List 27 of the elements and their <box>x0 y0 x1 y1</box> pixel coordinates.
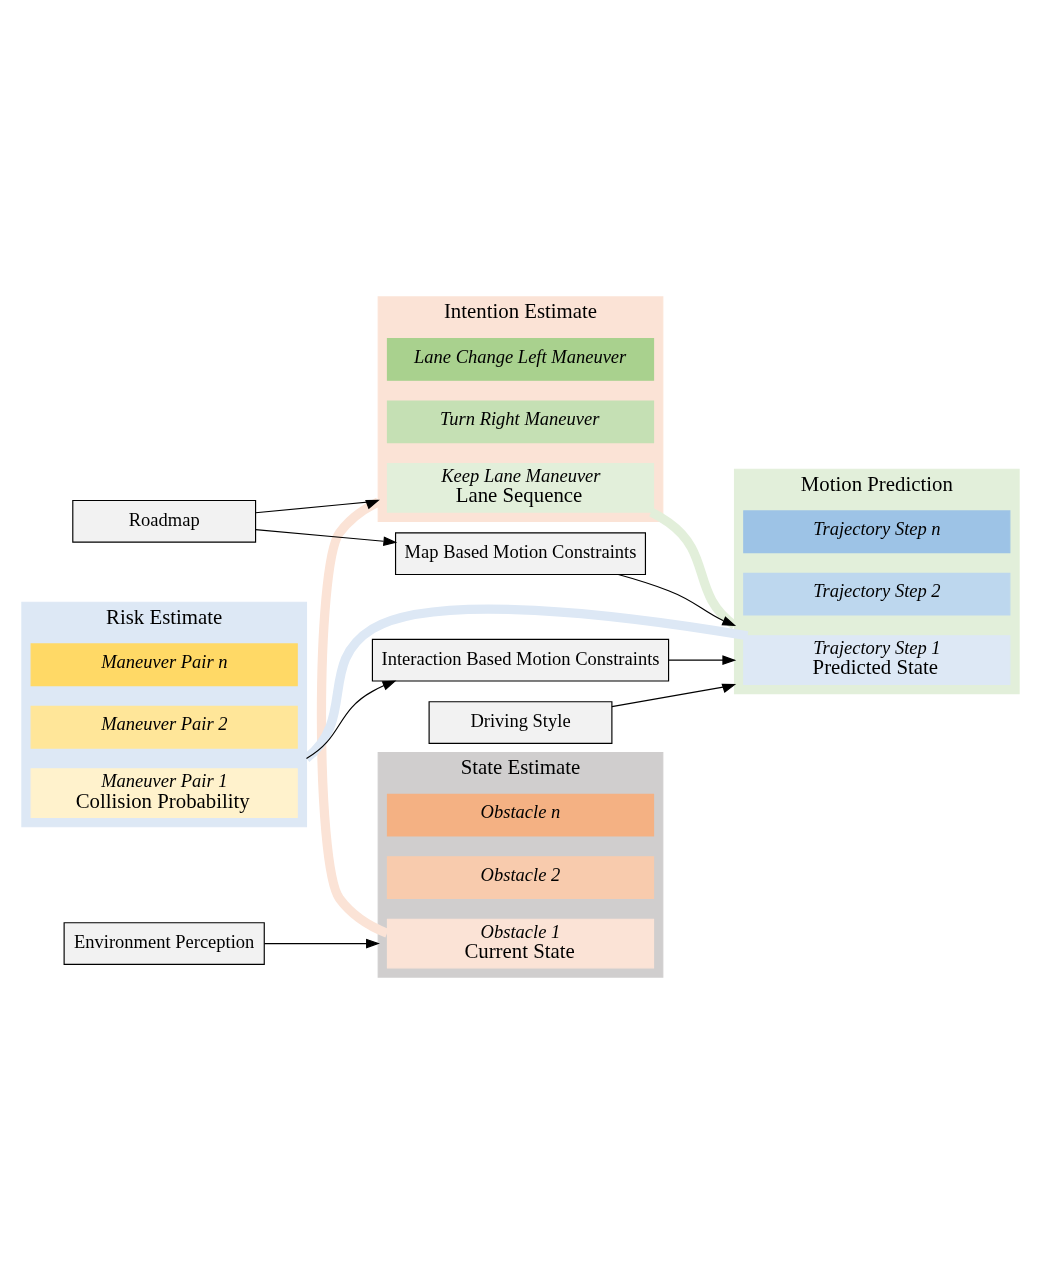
node-box: Maneuver Pair 1 Collision Probability <box>30 767 298 818</box>
arrow <box>255 499 380 513</box>
node-box: Roadmap <box>72 499 257 543</box>
connector <box>649 507 738 629</box>
node-box: Obstacle n <box>386 793 655 837</box>
arrow <box>263 938 380 948</box>
node-box: Driving Style <box>428 700 613 744</box>
node-box: Interaction Based Motion Constraints <box>371 638 670 682</box>
node-box: Keep Lane Maneuver Lane Sequence <box>386 462 655 513</box>
node-box: Turn Right Maneuver <box>386 399 655 443</box>
node-box: Trajectory Step n <box>743 509 1011 553</box>
arrow <box>255 528 398 546</box>
arrow <box>611 683 737 707</box>
node-box: Trajectory Step 2 <box>743 572 1011 616</box>
node-box: Obstacle 1 Current State <box>386 918 655 968</box>
arrow <box>617 573 737 626</box>
node-box: Environment Perception <box>63 921 265 965</box>
node-box: Lane Change Left Maneuver <box>386 337 655 381</box>
connector <box>303 604 749 762</box>
node-box: Obstacle 2 <box>386 855 655 899</box>
node-box: Map Based Motion Constraints <box>395 531 647 575</box>
connector <box>316 497 389 937</box>
node-box: Trajectory Step 1 Predicted State <box>743 634 1011 685</box>
node-box: Maneuver Pair n <box>30 642 298 686</box>
arrow <box>668 654 737 665</box>
arrow <box>305 679 397 759</box>
node-box: Maneuver Pair 2 <box>30 705 298 749</box>
